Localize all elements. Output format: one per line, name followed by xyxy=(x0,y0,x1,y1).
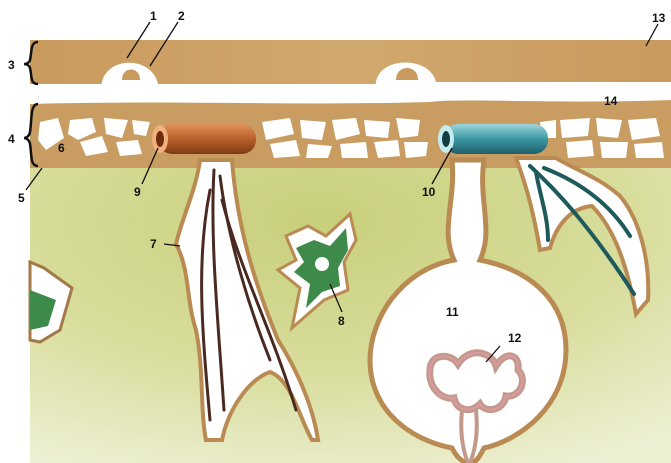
label-8: 8 xyxy=(338,314,345,328)
label-6: 6 xyxy=(58,141,65,155)
label-13: 13 xyxy=(652,11,666,25)
label-4: 4 xyxy=(8,132,15,146)
label-12: 12 xyxy=(508,331,522,345)
label-14: 14 xyxy=(604,94,618,108)
vessel-teal xyxy=(438,124,548,154)
label-7: 7 xyxy=(150,237,157,251)
label-9: 9 xyxy=(134,185,141,199)
label-2: 2 xyxy=(178,9,185,23)
vessel-orange xyxy=(152,124,256,154)
label-3: 3 xyxy=(8,58,15,72)
pigment-cell-nucleus xyxy=(315,257,329,271)
label-1: 1 xyxy=(150,9,157,23)
label-11: 11 xyxy=(446,305,459,319)
label-10: 10 xyxy=(422,185,436,199)
label-5: 5 xyxy=(18,191,25,205)
gap-layer xyxy=(30,84,671,104)
